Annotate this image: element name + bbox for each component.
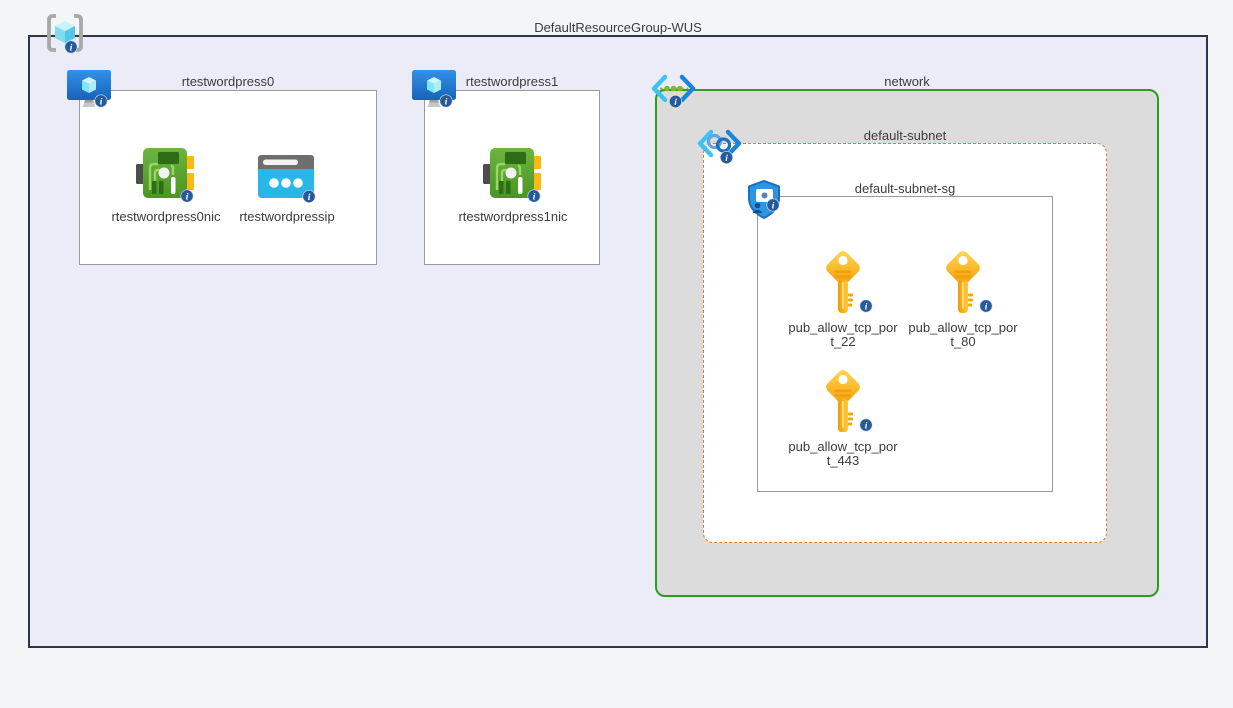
nsg-rule-label: pub_allow_tcp_por t_443	[788, 439, 898, 468]
nic-icon[interactable]	[482, 142, 544, 204]
nsg-box	[757, 196, 1053, 492]
resource-label: rtestwordpress1nic	[458, 209, 568, 224]
subnet-icon[interactable]	[694, 126, 746, 168]
nsg-icon[interactable]	[744, 179, 788, 223]
nsg-rule-node-port443[interactable]: pub_allow_tcp_por t_443	[778, 368, 908, 467]
nsg-rule-label: pub_allow_tcp_por t_80	[908, 320, 1018, 349]
resource-label: rtestwordpressip	[239, 209, 335, 224]
key-icon[interactable]	[819, 249, 875, 315]
public-ip-icon[interactable]	[257, 152, 317, 204]
nsg-rule-label: pub_allow_tcp_por t_22	[788, 320, 898, 349]
virtual-machine-icon[interactable]	[66, 69, 112, 112]
resource-group-title: DefaultResourceGroup-WUS	[534, 20, 702, 35]
virtual-machine-icon[interactable]	[411, 69, 457, 112]
key-icon[interactable]	[939, 249, 995, 315]
nsg-rule-node-port80[interactable]: pub_allow_tcp_por t_80	[898, 249, 1028, 348]
resource-node[interactable]: rtestwordpress1nic	[448, 142, 578, 224]
resource-node[interactable]: rtestwordpressip	[222, 142, 352, 224]
vm-group-box-rtestwordpress0	[79, 90, 377, 265]
resource-group-icon[interactable]	[42, 10, 88, 56]
nsg-rule-node-port22[interactable]: pub_allow_tcp_por t_22	[778, 249, 908, 348]
resource-label: rtestwordpress0nic	[111, 209, 221, 224]
resource-node[interactable]: rtestwordpress0nic	[101, 142, 231, 224]
nic-icon[interactable]	[135, 142, 197, 204]
virtual-network-icon[interactable]	[648, 72, 700, 112]
key-icon[interactable]	[819, 368, 875, 434]
